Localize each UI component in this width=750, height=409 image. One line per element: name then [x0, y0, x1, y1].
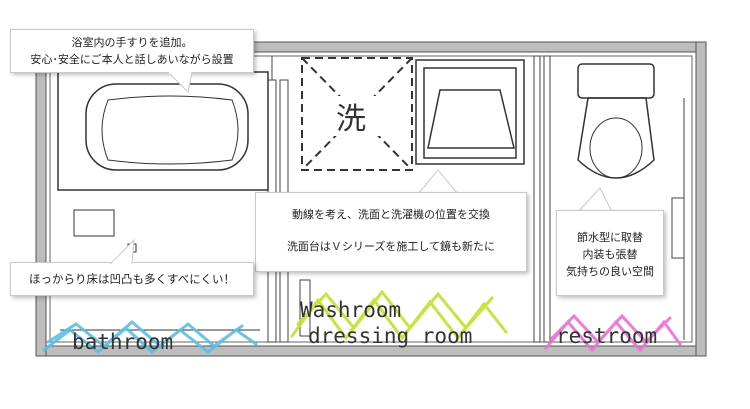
callout-restroom-line3: 気持ちの良い空間	[566, 265, 654, 278]
callout-restroom-line1: 節水型に取替	[577, 231, 643, 244]
callout-floor: ほっからり床は凹凸も多くすべにくい！	[10, 262, 254, 296]
callout-floor-tail	[109, 238, 135, 264]
callout-restroom-tail	[578, 187, 613, 212]
callout-washroom: 動線を考え、洗面と洗濯機の位置を交換 洗面台はＶシリーズを施工して鏡も新たに	[255, 192, 527, 272]
washer-char-bg	[330, 96, 386, 136]
callout-restroom: 節水型に取替 内装も張替 気持ちの良い空間	[556, 210, 664, 296]
callout-washroom-line2: 洗面台はＶシリーズを施工して鏡も新たに	[286, 240, 496, 253]
washroom-wall-panel	[299, 279, 311, 337]
washroom-highlight	[290, 289, 508, 341]
washroom-label: Washroom	[300, 298, 402, 322]
washer-label: 洗	[336, 102, 366, 137]
callout-bath-rail: 浴室内の手すりを追加。 安心･安全にご本人と話しあいながら設置	[10, 29, 254, 73]
dressing-room-label: dressing room	[308, 324, 473, 348]
restroom-label: restroom	[556, 324, 658, 348]
callout-washroom-tail	[418, 169, 458, 194]
callout-restroom-line2: 内装も張替	[582, 248, 638, 261]
restroom-highlight	[544, 313, 682, 353]
toilet	[577, 63, 655, 179]
callout-floor-text: ほっからり床は凹凸も多くすべにくい！	[29, 272, 235, 286]
inner-wall-line	[49, 55, 693, 343]
callout-washroom-line1: 動線を考え、洗面と洗濯機の位置を交換	[292, 208, 490, 221]
bathtub	[57, 71, 269, 191]
callout-bath-rail-line2: 安心･安全にご本人と話しあいながら設置	[30, 53, 234, 66]
bathroom-label: bathroom	[72, 330, 174, 354]
vanity-sink	[415, 59, 525, 165]
bathroom-highlight	[42, 320, 258, 354]
restroom-rail	[671, 197, 685, 259]
callout-bath-rail-line1: 浴室内の手すりを追加。	[71, 36, 193, 49]
restroom-partition	[533, 55, 551, 343]
callout-bath-rail-tail	[168, 72, 193, 94]
